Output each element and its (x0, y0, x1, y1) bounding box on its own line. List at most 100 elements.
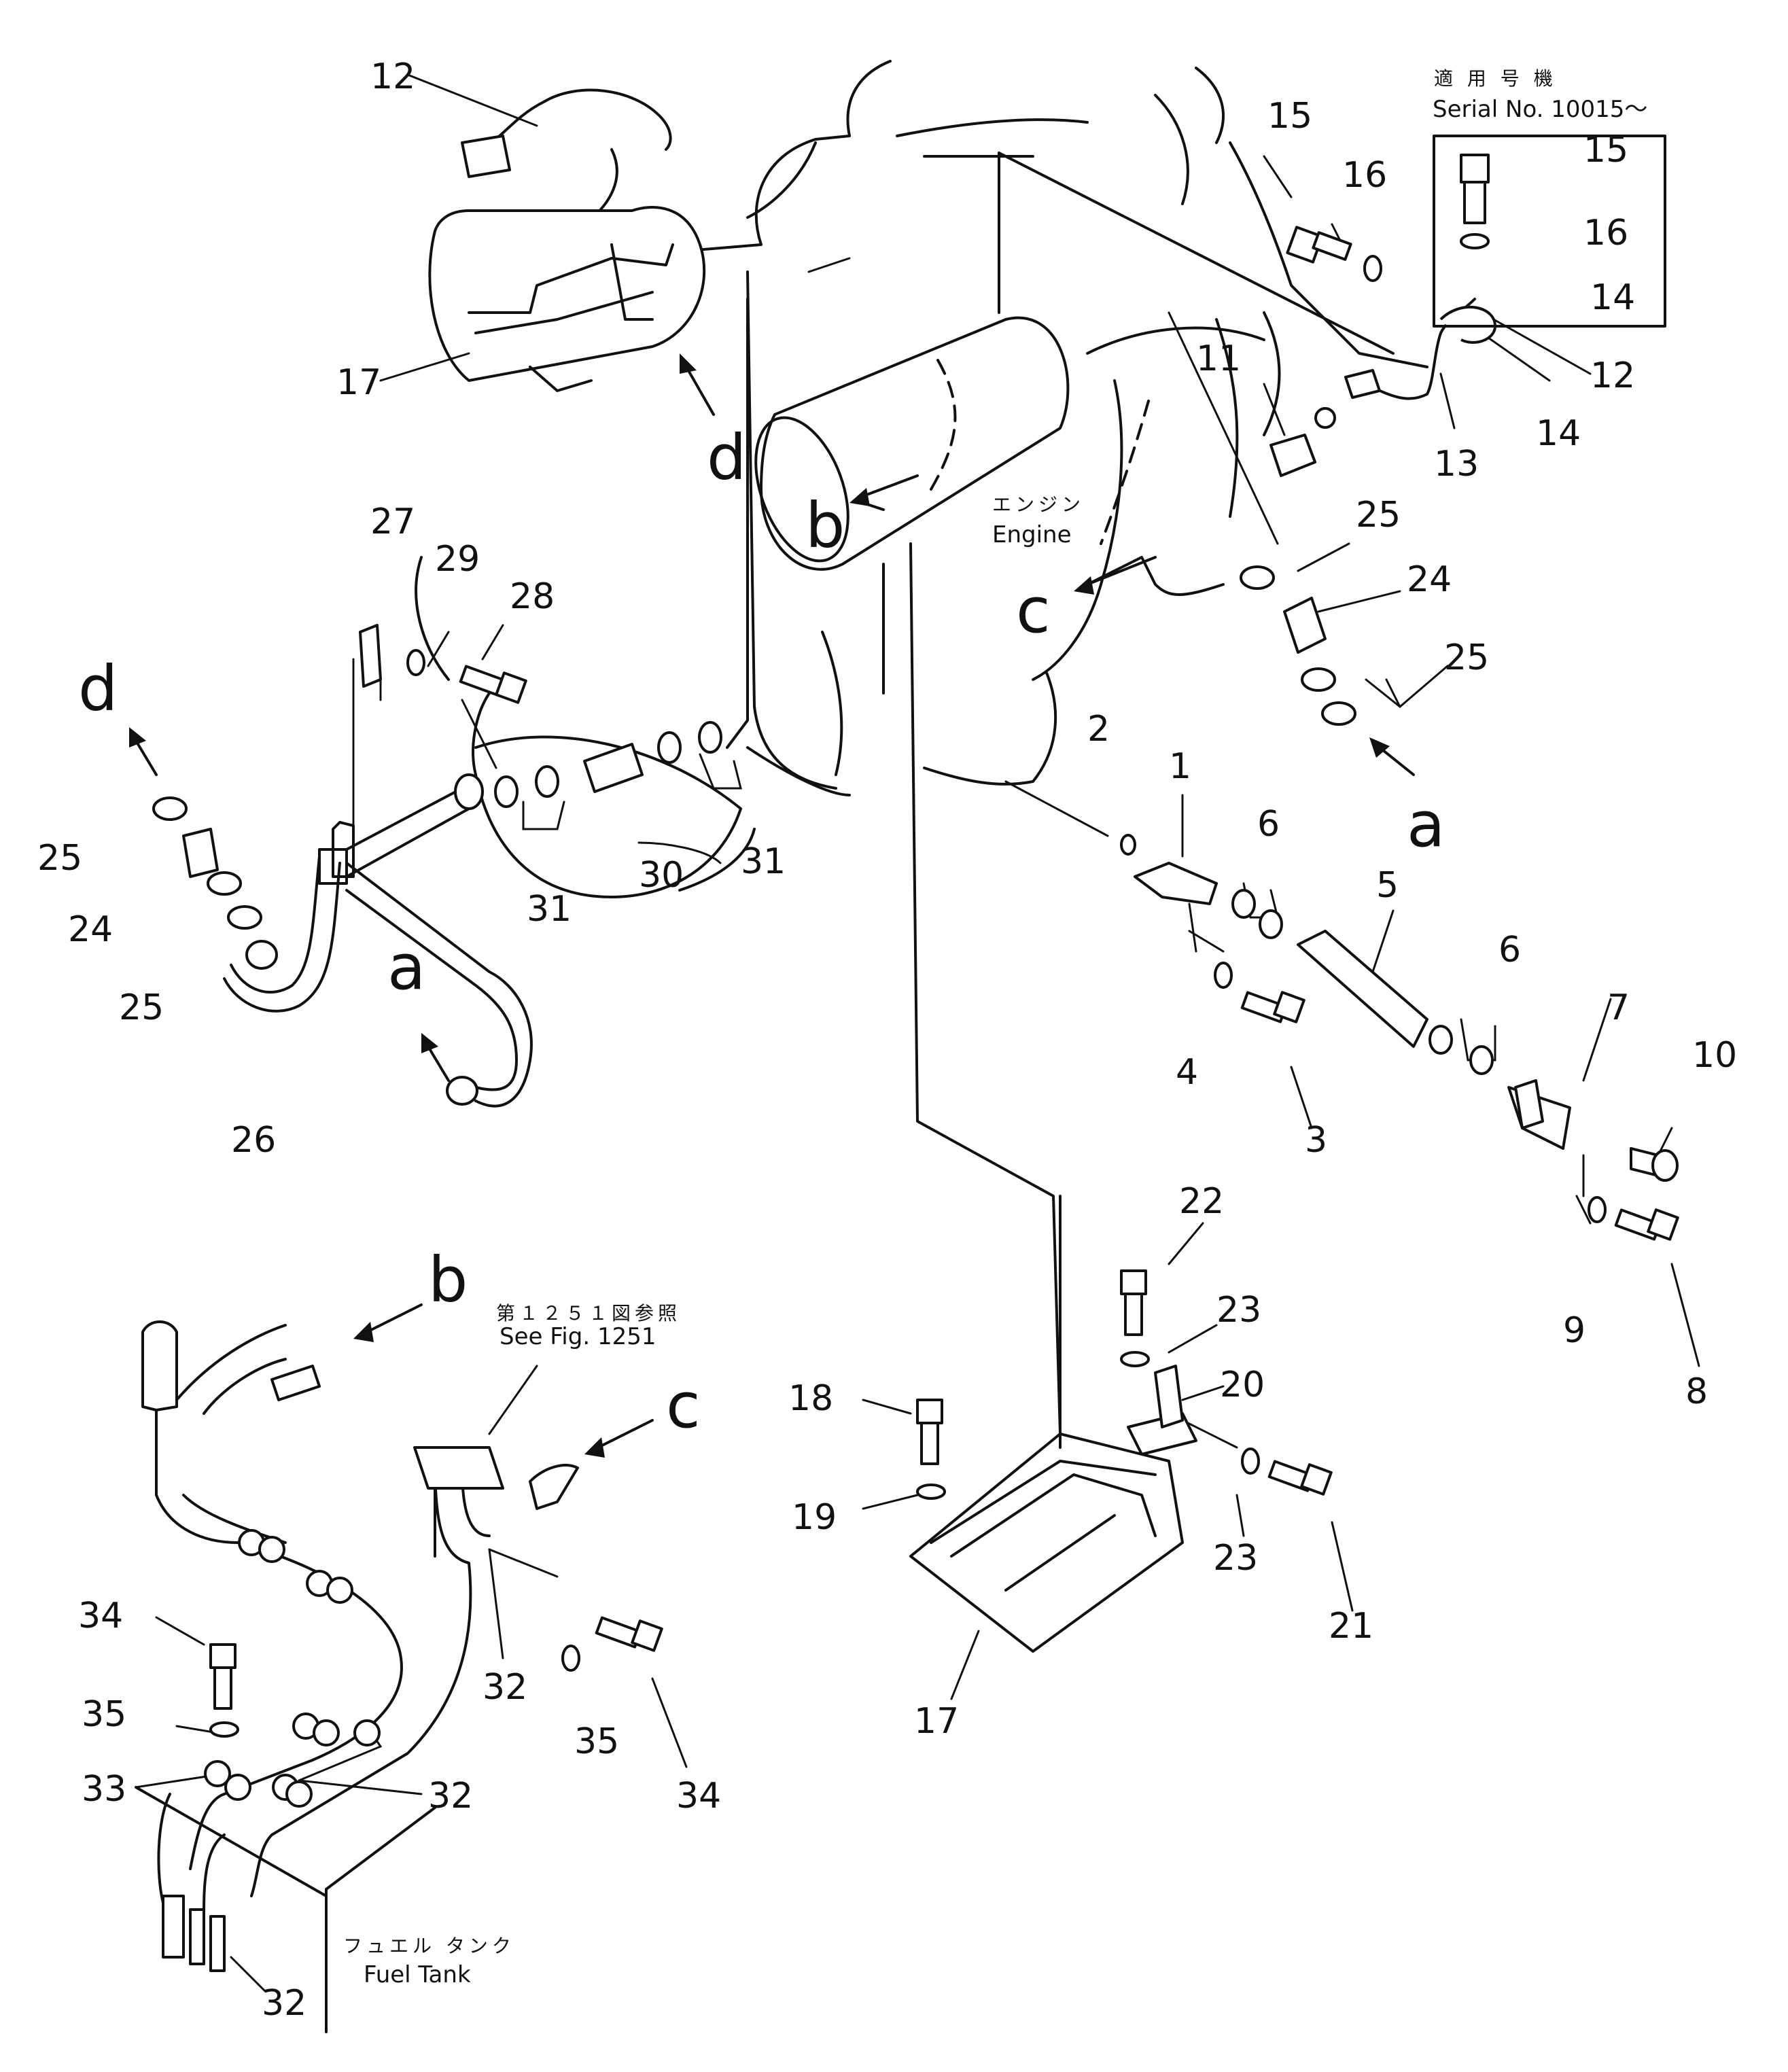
connection-arrows (129, 353, 1415, 1458)
callout-27: 27 (370, 502, 415, 542)
callout-11: 11 (1196, 338, 1241, 379)
callout-29: 29 (435, 539, 480, 580)
callout-4: 4 (1176, 1052, 1198, 1093)
callout-numbers: 12 17 15 16 15 16 14 12 14 13 11 25 24 2… (37, 56, 1737, 2024)
callout-18: 18 (788, 1378, 833, 1419)
callout-31: 31 (741, 841, 786, 882)
hose-5 (1297, 930, 1428, 1048)
connection-letter-d: d (78, 652, 118, 725)
callout-10: 10 (1692, 1035, 1737, 1076)
washer-16-inset (1460, 233, 1490, 249)
callout-25: 25 (1444, 637, 1489, 678)
washer-19 (916, 1483, 946, 1500)
callout-35: 35 (574, 1721, 619, 1762)
bolt-10 (1630, 1147, 1679, 1182)
connection-letter-a: a (387, 931, 425, 1004)
clamp-31b (535, 765, 559, 798)
see-fig-label-jp: 第１２５１図参照 (496, 1302, 681, 1324)
callout-32: 32 (483, 1667, 527, 1708)
serial-inset-box (1433, 135, 1666, 328)
connection-letter-d: d (707, 421, 746, 494)
callout-19: 19 (792, 1497, 837, 1538)
callout-22: 22 (1179, 1181, 1224, 1222)
callout-32: 32 (428, 1776, 473, 1816)
bolt-34-right (595, 1616, 663, 1652)
clamp-31a (494, 775, 519, 808)
callout-24: 24 (68, 909, 113, 950)
callout-23: 23 (1216, 1290, 1261, 1331)
fuel-tank-piping (141, 1320, 579, 1972)
callout-25: 25 (119, 987, 164, 1028)
hose-24b (182, 828, 219, 878)
clamp-25d (152, 796, 188, 821)
washer-29 (406, 649, 425, 676)
callout-34: 34 (78, 1596, 123, 1636)
clamp-6a (1231, 889, 1256, 919)
fuel-tank-label-en: Fuel Tank (364, 1961, 471, 1988)
leader-lines (135, 73, 1700, 2033)
engine-filter-cylinder (754, 316, 1150, 571)
clamp-25f (227, 905, 262, 930)
callout-15: 15 (1583, 130, 1628, 171)
callout-21: 21 (1329, 1606, 1373, 1647)
callout-12: 12 (370, 56, 415, 97)
callout-24: 24 (1407, 559, 1452, 600)
callout-25: 25 (1356, 495, 1401, 535)
connection-letter-b: b (805, 489, 845, 562)
callout-32: 32 (262, 1983, 306, 2024)
bolt-15-inset (1460, 154, 1490, 224)
callout-8: 8 (1685, 1371, 1708, 1412)
connection-letter-c: c (666, 1369, 701, 1442)
washer-35-right (561, 1645, 580, 1672)
callout-30: 30 (639, 855, 684, 896)
washer-4 (1214, 962, 1233, 989)
connection-letter-b: b (428, 1244, 468, 1316)
callout-31: 31 (527, 889, 572, 930)
callout-3: 3 (1305, 1120, 1327, 1161)
callout-17: 17 (914, 1701, 959, 1742)
callout-13: 13 (1434, 444, 1479, 485)
engine-label-en: Engine (992, 521, 1072, 548)
bolt-34-left (209, 1643, 236, 1710)
callout-2: 2 (1087, 709, 1110, 750)
o-ring-2 (1120, 834, 1136, 856)
clamp-25c (1321, 701, 1356, 726)
text-labels: 適 用 号 機 Serial No. 10015～ エンジン Engine 第１… (343, 67, 1647, 1988)
bolt-21 (1267, 1460, 1333, 1496)
callout-34: 34 (676, 1776, 721, 1816)
engine-outline (415, 60, 1281, 898)
upper-tank-cylinder (428, 206, 706, 392)
callout-14: 14 (1536, 413, 1581, 454)
hose-30 (583, 743, 644, 793)
callout-16: 16 (1342, 155, 1387, 196)
callout-23: 23 (1213, 1538, 1258, 1579)
washer-23b (1241, 1447, 1260, 1475)
connection-letters: d b c a d a b c (78, 421, 1445, 1442)
callout-7: 7 (1607, 987, 1630, 1028)
callout-28: 28 (510, 576, 555, 617)
serial-label-jp: 適 用 号 機 (1434, 67, 1557, 90)
clamp-25e (207, 871, 242, 896)
clamp-6c (1428, 1025, 1453, 1055)
hardware-parts (152, 154, 1679, 1738)
engine-label-jp: エンジン (992, 493, 1085, 516)
bracket-27 (359, 624, 382, 688)
callout-15: 15 (1267, 96, 1312, 137)
callout-16: 16 (1583, 213, 1628, 253)
bolt-3 (1240, 991, 1305, 1023)
clamp-25a (1240, 565, 1275, 590)
washer-23a (1120, 1351, 1150, 1367)
callout-33: 33 (82, 1769, 126, 1810)
washer-35-left (209, 1721, 239, 1738)
bolt-15 (1286, 226, 1352, 264)
clamp-31c (657, 731, 682, 764)
sensor-11 (1269, 434, 1316, 477)
washer-16 (1363, 255, 1382, 282)
callout-12: 12 (1590, 355, 1635, 396)
bolt-18 (916, 1399, 943, 1465)
callout-26: 26 (231, 1120, 276, 1161)
clamp-31d (698, 721, 722, 754)
clamp-25b (1301, 667, 1336, 692)
callout-6: 6 (1257, 804, 1280, 845)
fuel-tank-label-jp: フュエル タンク (343, 1935, 515, 1957)
